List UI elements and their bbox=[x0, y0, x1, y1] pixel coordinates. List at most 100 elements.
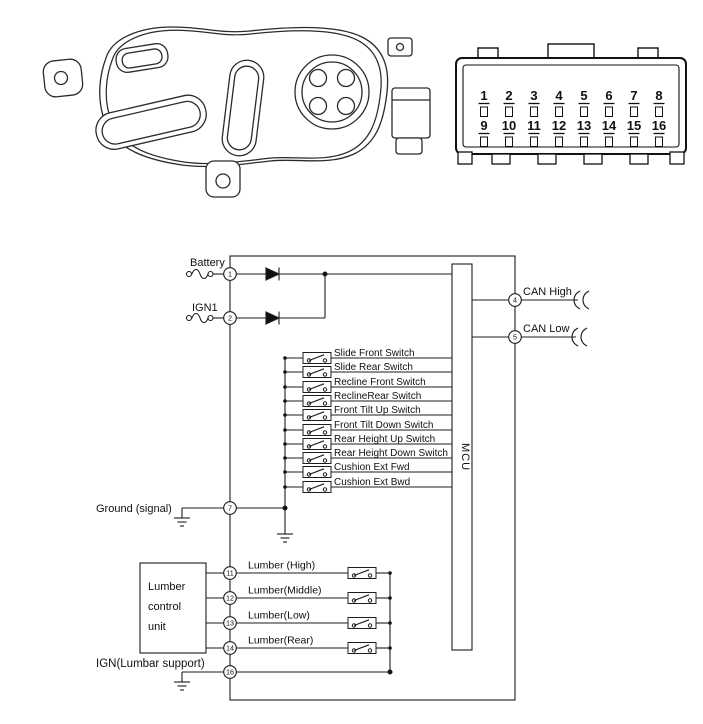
connector-pin-number: 16 bbox=[652, 118, 666, 133]
connector-foot bbox=[669, 151, 685, 165]
pin-circle bbox=[223, 591, 237, 605]
connector-pin-number: 12 bbox=[552, 118, 566, 133]
pin-slot-icon bbox=[555, 106, 563, 117]
connector-pin-number: 1 bbox=[480, 88, 487, 103]
switch-label: Slide Front Switch bbox=[334, 348, 415, 359]
can-high-label: CAN High bbox=[523, 286, 572, 298]
switch-contact-icon bbox=[367, 598, 373, 603]
seat-switch-illustration bbox=[42, 26, 431, 198]
switch-label: Cushion Ext Bwd bbox=[334, 477, 410, 488]
pin-slot-icon bbox=[605, 136, 613, 147]
pin-slot-icon bbox=[555, 136, 563, 147]
lumbar-line-label: Lumber (High) bbox=[248, 560, 315, 572]
pin-circle bbox=[223, 566, 237, 580]
slide-switch-knob-inner bbox=[101, 100, 201, 145]
pin-slot-icon bbox=[605, 106, 613, 117]
junction-dot bbox=[388, 571, 392, 575]
mount-ear-hole bbox=[53, 70, 69, 86]
lumbar-line-label: Lumber(Rear) bbox=[248, 635, 313, 647]
switch-contact-icon bbox=[322, 387, 328, 392]
pin-slot-icon bbox=[630, 106, 638, 117]
switch-label: Rear Height Down Switch bbox=[334, 448, 448, 459]
lumbar-unit-label-line: control bbox=[148, 601, 181, 613]
pin-circle-number: 16 bbox=[226, 668, 234, 677]
side-connector-foot bbox=[395, 137, 423, 155]
mcu-label: MCU bbox=[459, 443, 471, 471]
switch-contact-icon bbox=[322, 458, 328, 463]
pin-slot-icon bbox=[480, 136, 488, 147]
mcu-block bbox=[451, 263, 473, 651]
connector-pin-number: 9 bbox=[480, 118, 487, 133]
pin-circle bbox=[508, 293, 522, 307]
connector-housing bbox=[455, 57, 687, 155]
fuse-terminal-icon bbox=[185, 314, 193, 322]
connector-bottom-tab bbox=[491, 153, 511, 165]
pin-circle bbox=[223, 501, 237, 515]
connector-pin-number: 13 bbox=[577, 118, 591, 133]
switch-lever-icon bbox=[353, 644, 370, 652]
switch-label: Cushion Ext Fwd bbox=[334, 462, 410, 473]
switch-contact-icon bbox=[322, 472, 328, 477]
switch-label: ReclineRear Switch bbox=[334, 391, 421, 402]
circuit-labels: Battery IGN1 CAN High CAN Low MCU Ground… bbox=[96, 257, 572, 670]
connector-pin-number: 7 bbox=[630, 88, 637, 103]
connector-housing-inner bbox=[462, 64, 680, 148]
diode-icon bbox=[265, 311, 281, 325]
fuse-icon bbox=[191, 312, 209, 324]
lumbar-line-label: Lumber(Middle) bbox=[248, 585, 322, 597]
pin-circle-number: 7 bbox=[228, 504, 232, 513]
switch-label: Rear Height Up Switch bbox=[334, 434, 435, 445]
lumbar-button bbox=[308, 68, 328, 88]
switch-lever-icon bbox=[308, 440, 325, 448]
lumbar-button bbox=[336, 68, 356, 88]
pin-slot-icon bbox=[630, 136, 638, 147]
switch-contact-icon bbox=[322, 372, 328, 377]
pin-slot-icon bbox=[655, 136, 663, 147]
connector-pin-number: 5 bbox=[580, 88, 587, 103]
switch-contact-icon bbox=[322, 358, 328, 363]
pin-slot-icon bbox=[480, 106, 488, 117]
bottom-tab-hole bbox=[215, 173, 231, 189]
switch-lever-icon bbox=[353, 569, 370, 577]
pin-circle bbox=[223, 311, 237, 325]
lumbar-button bbox=[308, 96, 328, 116]
connector-pin-number: 2 bbox=[505, 88, 512, 103]
switch-contact-icon bbox=[367, 623, 373, 628]
pin-slot-icon bbox=[505, 136, 513, 147]
connector-pin-number: 6 bbox=[605, 88, 612, 103]
headrest-switch-knob-inner bbox=[121, 48, 163, 69]
pin-circle bbox=[223, 267, 237, 281]
fuse-terminal-icon bbox=[207, 270, 214, 278]
junction-dot bbox=[388, 596, 392, 600]
switch-lever-icon bbox=[308, 368, 325, 376]
pin-circle-number: 1 bbox=[228, 270, 232, 279]
module-boundary bbox=[229, 255, 516, 701]
twisted-pair-icon bbox=[582, 290, 590, 310]
pin-slot-icon bbox=[655, 106, 663, 117]
switch-lever-icon bbox=[308, 354, 325, 362]
side-connector-block bbox=[391, 87, 431, 139]
switch-lever-icon bbox=[308, 454, 325, 462]
pin-slot-icon bbox=[505, 106, 513, 117]
connector-pin-number: 15 bbox=[627, 118, 641, 133]
ign-lumbar-label: IGN(Lumbar support) bbox=[96, 658, 205, 670]
switch-contact-icon bbox=[367, 648, 373, 653]
switch-lever-icon bbox=[308, 468, 325, 476]
battery-label: Battery bbox=[190, 257, 225, 269]
switch-contact-icon bbox=[322, 415, 328, 420]
pin-circle-number: 11 bbox=[226, 569, 233, 578]
switch-lever-icon bbox=[353, 594, 370, 602]
switch-label: Front Tilt Down Switch bbox=[334, 420, 433, 431]
pin-circle-number: 13 bbox=[226, 619, 234, 628]
switch-contact-icon bbox=[367, 573, 373, 578]
lumbar-line-label: Lumber(Low) bbox=[248, 610, 310, 622]
junction-dot bbox=[388, 646, 392, 650]
fuse-terminal-icon bbox=[207, 314, 214, 322]
pin-circle bbox=[223, 641, 237, 655]
twisted-pair-icon bbox=[580, 327, 588, 347]
